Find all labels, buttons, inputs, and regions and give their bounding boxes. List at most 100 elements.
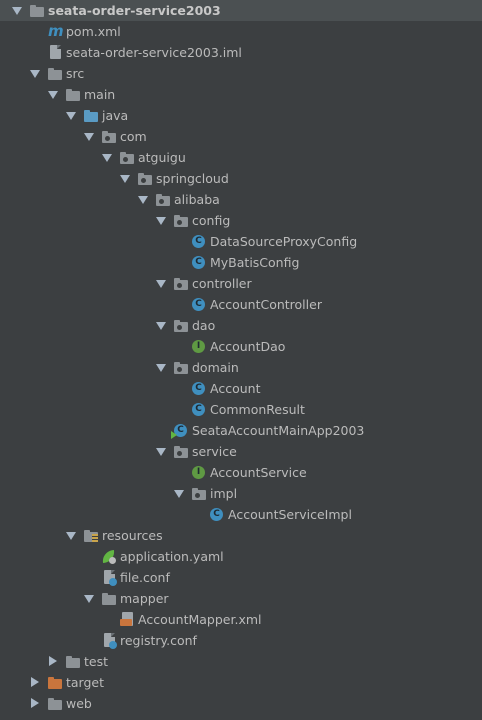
tree-row-main[interactable]: main: [0, 84, 482, 105]
tree-row-mapper[interactable]: mapper: [0, 588, 482, 609]
tree-item-label: test: [84, 654, 109, 669]
source-folder-icon: [84, 108, 99, 123]
package-icon: [156, 192, 171, 207]
tree-row-java[interactable]: java: [0, 105, 482, 126]
tree-row-alibaba[interactable]: alibaba: [0, 189, 482, 210]
tree-row-commonresult[interactable]: C CommonResult: [0, 399, 482, 420]
tree-row-web[interactable]: web: [0, 693, 482, 714]
tree-row-dao[interactable]: dao: [0, 315, 482, 336]
package-icon: [102, 129, 117, 144]
tree-row-accountcontroller[interactable]: C AccountController: [0, 294, 482, 315]
folder-icon: [66, 654, 81, 669]
tree-item-label: application.yaml: [120, 549, 224, 564]
chevron-down-icon[interactable]: [30, 70, 40, 78]
class-icon: C: [192, 298, 205, 311]
package-icon: [174, 360, 189, 375]
class-icon: C: [192, 235, 205, 248]
tree-row-test[interactable]: test: [0, 651, 482, 672]
class-icon: C: [192, 403, 205, 416]
package-icon: [174, 276, 189, 291]
chevron-down-icon[interactable]: [156, 280, 166, 288]
tree-row-springcloud[interactable]: springcloud: [0, 168, 482, 189]
chevron-right-icon[interactable]: [31, 698, 39, 708]
chevron-right-icon[interactable]: [31, 677, 39, 687]
tree-row-accountserviceimpl[interactable]: C AccountServiceImpl: [0, 504, 482, 525]
tree-row-src[interactable]: src: [0, 63, 482, 84]
config-file-icon: [102, 570, 117, 586]
tree-row-com[interactable]: com: [0, 126, 482, 147]
chevron-down-icon[interactable]: [156, 448, 166, 456]
tree-row-application-yaml[interactable]: application.yaml: [0, 546, 482, 567]
tree-row-mybatisconfig[interactable]: C MyBatisConfig: [0, 252, 482, 273]
tree-row-impl[interactable]: impl: [0, 483, 482, 504]
excluded-folder-icon: [48, 675, 63, 690]
tree-item-label: com: [120, 129, 147, 144]
class-icon: C: [210, 508, 223, 521]
tree-row-target[interactable]: target: [0, 672, 482, 693]
xml-file-icon: [120, 612, 135, 627]
tree-item-label: alibaba: [174, 192, 220, 207]
chevron-down-icon[interactable]: [12, 7, 22, 15]
chevron-down-icon[interactable]: [48, 91, 58, 99]
maven-icon: m: [48, 22, 64, 40]
chevron-down-icon[interactable]: [156, 322, 166, 330]
chevron-down-icon[interactable]: [156, 217, 166, 225]
folder-icon: [48, 696, 63, 711]
tree-item-label: web: [66, 696, 92, 711]
tree-row-accountmapper-xml[interactable]: AccountMapper.xml: [0, 609, 482, 630]
tree-item-label: seata-order-service2003.iml: [66, 45, 242, 60]
class-icon: C: [192, 256, 205, 269]
chevron-down-icon[interactable]: [66, 112, 76, 120]
tree-item-label: config: [192, 213, 231, 228]
tree-item-label: mapper: [120, 591, 169, 606]
spring-yaml-icon: [101, 549, 117, 564]
chevron-down-icon[interactable]: [84, 133, 94, 141]
tree-row-registry-conf[interactable]: registry.conf: [0, 630, 482, 651]
chevron-down-icon[interactable]: [138, 196, 148, 204]
tree-row-resources[interactable]: resources: [0, 525, 482, 546]
tree-item-label: MyBatisConfig: [210, 255, 300, 270]
package-icon: [120, 150, 135, 165]
tree-item-label: main: [84, 87, 116, 102]
tree-row-seata-order-service2003[interactable]: seata-order-service2003: [0, 0, 482, 21]
class-icon: C: [192, 382, 205, 395]
chevron-down-icon[interactable]: [66, 532, 76, 540]
tree-row-service[interactable]: service: [0, 441, 482, 462]
tree-item-label: domain: [192, 360, 239, 375]
tree-item-label: AccountServiceImpl: [228, 507, 352, 522]
tree-row-atguigu[interactable]: atguigu: [0, 147, 482, 168]
chevron-down-icon[interactable]: [84, 595, 94, 603]
tree-item-label: resources: [102, 528, 163, 543]
chevron-down-icon[interactable]: [102, 154, 112, 162]
tree-item-label: java: [102, 108, 129, 123]
chevron-down-icon[interactable]: [156, 364, 166, 372]
tree-item-label: pom.xml: [66, 24, 121, 39]
chevron-down-icon[interactable]: [174, 490, 184, 498]
tree-row-domain[interactable]: domain: [0, 357, 482, 378]
tree-item-label: dao: [192, 318, 216, 333]
chevron-down-icon[interactable]: [120, 175, 130, 183]
tree-item-label: CommonResult: [210, 402, 305, 417]
tree-item-label: atguigu: [138, 150, 186, 165]
package-icon: [192, 486, 207, 501]
tree-item-label: registry.conf: [120, 633, 197, 648]
tree-row-controller[interactable]: controller: [0, 273, 482, 294]
tree-item-label: AccountController: [210, 297, 322, 312]
tree-item-label: src: [66, 66, 85, 81]
tree-row-file-conf[interactable]: file.conf: [0, 567, 482, 588]
chevron-right-icon[interactable]: [49, 656, 57, 666]
tree-row-seata-order-service2003-iml[interactable]: seata-order-service2003.iml: [0, 42, 482, 63]
tree-item-label: seata-order-service2003: [48, 3, 221, 18]
interface-icon: I: [192, 340, 205, 353]
tree-item-label: controller: [192, 276, 252, 291]
tree-item-label: target: [66, 675, 105, 690]
tree-row-config[interactable]: config: [0, 210, 482, 231]
package-icon: [174, 213, 189, 228]
